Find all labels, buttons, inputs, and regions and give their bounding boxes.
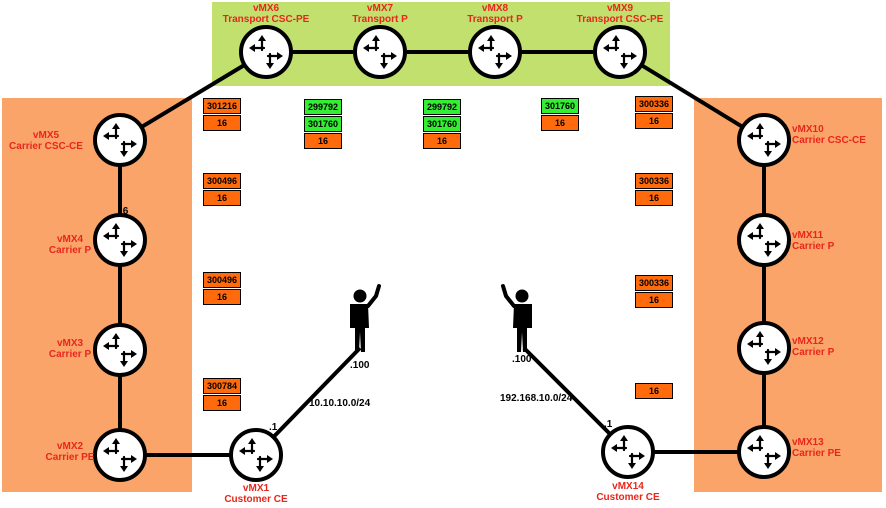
host-ip-right: .100 (512, 354, 532, 365)
label-stack: 301760 16 (541, 98, 579, 131)
subnet-label-left: 10.10.10.0/24 (309, 398, 371, 409)
mpls-label: 301216 (203, 98, 241, 114)
label-stack: 300336 16 (635, 173, 673, 206)
subnet-label-right: 192.168.10.0/24 (500, 393, 573, 404)
label-stack: 301216 16 (203, 98, 241, 131)
mpls-label: 301760 (541, 98, 579, 114)
carrier-zone-right (694, 98, 882, 492)
mpls-label: 301760 (304, 116, 342, 132)
person-icon-right (501, 284, 532, 352)
router-icon-vmx14[interactable] (601, 425, 655, 479)
mpls-label: 16 (541, 115, 579, 131)
interface-label-vmx1: .1 (269, 422, 278, 433)
router-icon-vmx11[interactable] (737, 213, 791, 267)
router-icon-vmx6[interactable] (239, 25, 293, 79)
link-vmx9-vmx10 (618, 50, 766, 142)
mpls-label: 300336 (635, 173, 673, 189)
mpls-label: 16 (203, 395, 241, 411)
mpls-label: 16 (423, 133, 461, 149)
mpls-label: 16 (635, 292, 673, 308)
label-stack: 300336 16 (635, 96, 673, 129)
label-stack: 300496 16 (203, 272, 241, 305)
router-icon-vmx2[interactable] (93, 428, 147, 482)
router-icon-vmx9[interactable] (593, 25, 647, 79)
router-icon-vmx13[interactable] (737, 425, 791, 479)
mpls-label: 16 (635, 383, 673, 399)
mpls-label: 300496 (203, 272, 241, 288)
host-ip-left: .100 (350, 360, 370, 371)
router-icon-vmx10[interactable] (737, 113, 791, 167)
link-vmx6-vmx5 (118, 50, 268, 142)
mpls-label: 16 (203, 289, 241, 305)
mpls-label: 16 (304, 133, 342, 149)
label-stack: 299792 301760 16 (304, 99, 342, 149)
mpls-label: 300784 (203, 378, 241, 394)
mpls-label: 16 (635, 190, 673, 206)
mpls-label: 300336 (635, 275, 673, 291)
interface-label-vmx14: .1 (604, 419, 613, 430)
label-stack: 300336 16 (635, 275, 673, 308)
router-icon-vmx7[interactable] (353, 25, 407, 79)
label-stack: 300784 16 (203, 378, 241, 411)
label-stack: 300496 16 (203, 173, 241, 206)
carrier-zone-left (2, 98, 192, 492)
router-icon-vmx4[interactable] (93, 213, 147, 267)
interface-label-vmx4: .6 (120, 206, 129, 217)
mpls-label: 16 (203, 115, 241, 131)
mpls-label: 299792 (423, 99, 461, 115)
mpls-label: 300336 (635, 96, 673, 112)
router-icon-vmx1[interactable] (229, 428, 283, 482)
label-stack: 16 (635, 383, 673, 399)
mpls-label: 16 (635, 113, 673, 129)
person-icon-left (350, 284, 381, 352)
router-icon-vmx12[interactable] (737, 321, 791, 375)
label-stack: 299792 301760 16 (423, 99, 461, 149)
mpls-label: 301760 (423, 116, 461, 132)
router-icon-vmx8[interactable] (468, 25, 522, 79)
mpls-label: 16 (203, 190, 241, 206)
mpls-label: 299792 (304, 99, 342, 115)
router-icon-vmx3[interactable] (93, 323, 147, 377)
router-icon-vmx5[interactable] (93, 113, 147, 167)
mpls-label: 300496 (203, 173, 241, 189)
